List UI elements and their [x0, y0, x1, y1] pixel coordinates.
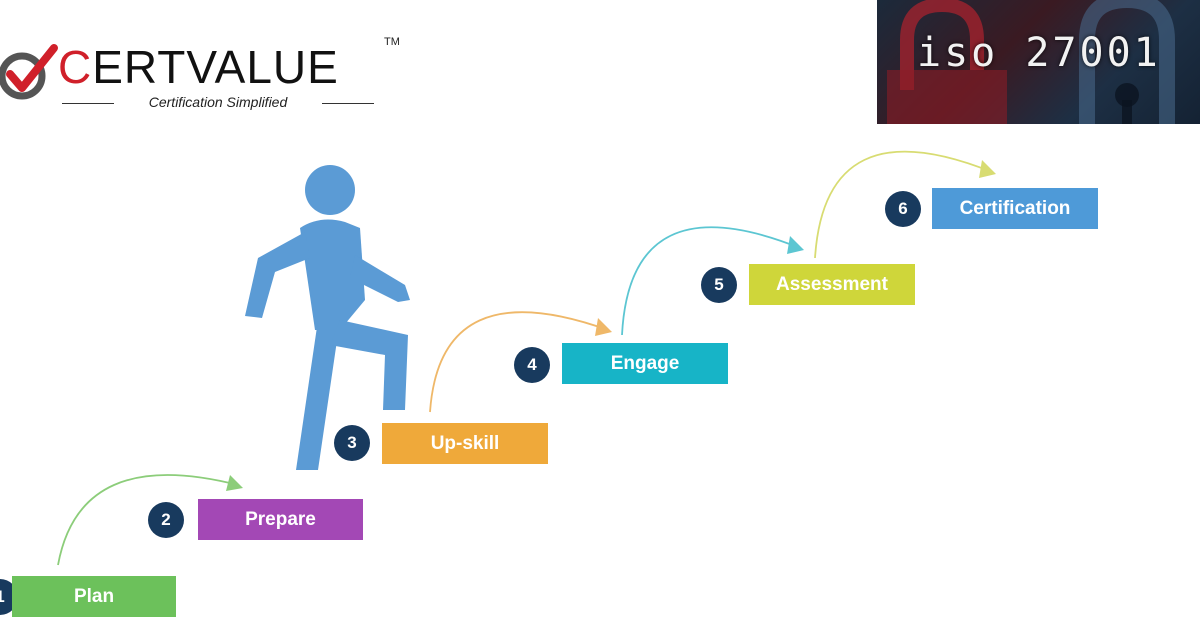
trademark-mark: TM [384, 36, 400, 48]
arrowhead-certification-icon [979, 160, 996, 178]
tagline-rule-left [62, 103, 114, 104]
tagline: Certification Simplified [148, 94, 288, 110]
climbing-person-icon [245, 165, 410, 470]
step-1-plan: Plan [12, 576, 176, 617]
iso-title: iso 27001 [917, 30, 1161, 76]
step-6-certification: Certification [932, 188, 1098, 229]
padlock-background-icon [887, 0, 1175, 124]
brand-rest: ERTVALUE [92, 41, 339, 93]
arrowhead-prepare-icon [226, 475, 243, 491]
step-3-number: 3 [334, 425, 370, 461]
brand-name: CERTVALUE [58, 42, 339, 92]
brand-prefix: C [58, 41, 93, 93]
iso-banner: iso 27001 [877, 0, 1200, 124]
checkmark-logo-icon [0, 44, 58, 100]
step-5-number: 5 [701, 267, 737, 303]
arrow-assessment-to-certification [814, 150, 993, 259]
arrowhead-engage-icon [595, 318, 612, 336]
certvalue-logo: CERTVALUE TM Certification Simplified [0, 36, 400, 118]
tagline-row: Certification Simplified [62, 94, 374, 112]
step-4-engage: Engage [562, 343, 728, 384]
arrow-plan-to-prepare [57, 474, 239, 566]
step-6-number: 6 [885, 191, 921, 227]
step-5-assessment: Assessment [749, 264, 915, 305]
step-2-prepare: Prepare [198, 499, 363, 540]
tagline-rule-right [322, 103, 374, 104]
step-4-number: 4 [514, 347, 550, 383]
arrow-upskill-to-engage [429, 311, 609, 413]
step-3-upskill: Up-skill [382, 423, 548, 464]
arrowhead-assessment-icon [787, 236, 804, 254]
arrow-engage-to-assessment [621, 226, 801, 336]
step-2-number: 2 [148, 502, 184, 538]
